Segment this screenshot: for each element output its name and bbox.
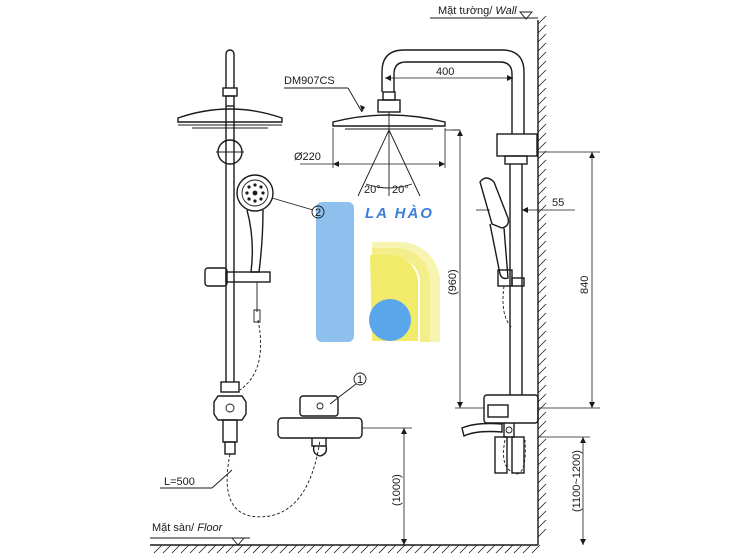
wall-hatch-icon <box>537 15 547 538</box>
logo-blue-dot <box>369 299 411 341</box>
side-view-shower: 400 55 <box>381 49 575 475</box>
watermark-logo: LA HÀO <box>316 202 440 342</box>
floor: Mặt sàn/ Floor <box>150 522 541 554</box>
dimension-960: (960) <box>445 129 484 409</box>
front-view-shower: 1 2 L=500 <box>160 49 367 518</box>
diameter-label: Ø220 <box>294 151 321 163</box>
offset-label: 55 <box>552 197 564 209</box>
height-960-label: (960) <box>447 269 459 295</box>
height-1100-1200-label: (1100~1200) <box>571 450 583 512</box>
callout-2: 2 <box>315 207 321 219</box>
arm-length-label: 400 <box>436 66 454 78</box>
wall-level-icon <box>519 11 533 20</box>
callout-1: 1 <box>357 374 363 386</box>
height-1000-label: (1000) <box>391 474 403 506</box>
floor-hatch-icon <box>153 544 541 554</box>
logo-text: LA HÀO <box>365 205 434 222</box>
angle-left-label: 20° <box>364 184 381 196</box>
floor-label: Mặt sàn/ Floor <box>152 522 224 534</box>
model-label: DM907CS <box>284 75 335 87</box>
angle-right-label: 20° <box>392 184 409 196</box>
dimension-840: 840 <box>538 151 600 409</box>
dimension-1000: (1000) <box>362 427 412 545</box>
wall: Mặt tường/ Wall <box>430 5 547 545</box>
floor-level-icon <box>231 537 245 546</box>
hand-shower-nozzles <box>245 183 265 203</box>
dimension-1100-1200: (1100~1200) <box>538 436 590 545</box>
logo-blue-bar <box>316 202 354 342</box>
hose-length-label: L=500 <box>164 476 195 488</box>
overhead-shower-detail: 20° 20° Ø220 DM907CS <box>284 75 446 197</box>
wall-label: Mặt tường/ Wall <box>438 5 517 17</box>
height-840-label: 840 <box>579 276 591 294</box>
